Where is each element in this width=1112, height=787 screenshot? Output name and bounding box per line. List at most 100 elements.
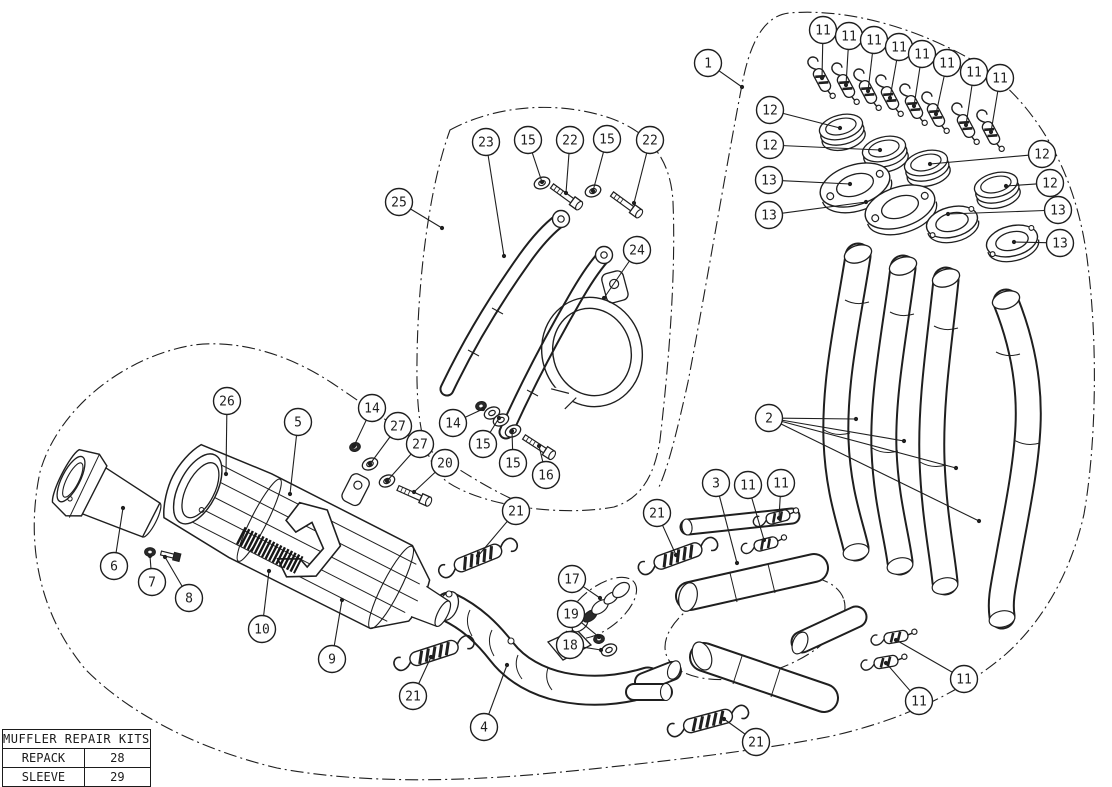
leader-line (410, 208, 443, 229)
callout-24: 24 (601, 235, 652, 301)
header-pipe-4 (987, 288, 1042, 630)
leader-line (592, 151, 605, 192)
callout-balloon (212, 386, 242, 416)
callout-number: 20 (437, 457, 453, 472)
callout-number: 27 (390, 420, 406, 435)
leader-line (751, 497, 765, 541)
link-pipe-upper (675, 553, 829, 612)
callout-number: 21 (508, 505, 524, 520)
leader-line (965, 85, 973, 126)
leader-dot (673, 552, 679, 558)
leader-line (581, 622, 600, 638)
callout-number: 11 (815, 24, 831, 39)
kit-number: 29 (83, 767, 151, 787)
leader-line (845, 49, 849, 86)
callout-number: 13 (1050, 204, 1066, 219)
callout-number: 15 (599, 133, 615, 148)
pipe-lower-stub (790, 605, 868, 655)
callout-balloon (99, 551, 129, 581)
callout-number: 6 (110, 560, 118, 575)
callout-1: 1 (693, 48, 745, 90)
pipe3-outlet (931, 577, 959, 595)
callout-number: 13 (1052, 237, 1068, 252)
header-pipe-2 (870, 254, 918, 576)
callout-balloon (383, 411, 413, 441)
callout-number: 27 (412, 438, 428, 453)
callout-number: 4 (480, 721, 488, 736)
muffler-repair-kits-table: MUFFLER REPAIR KITS REPACK 28 SLEEVE 29 (2, 729, 151, 787)
callout-balloon (642, 498, 672, 528)
muffler-rear-seam (368, 545, 415, 630)
callout-balloon (622, 235, 652, 265)
callout-balloon (754, 200, 784, 230)
callout-balloon (904, 686, 934, 716)
callout-balloon (555, 630, 585, 660)
ring-gasket (971, 167, 1024, 214)
leader-line (867, 53, 873, 92)
callout-balloon (501, 496, 531, 526)
leader-dot (147, 553, 153, 559)
callout-number: 25 (391, 196, 407, 211)
link-pipes (675, 553, 839, 713)
leader-line (718, 495, 738, 564)
bracket-arm-rear (498, 245, 614, 440)
callout-balloon (471, 127, 501, 157)
kits-table-title: MUFFLER REPAIR KITS (2, 729, 151, 749)
collector-spring-lug (507, 637, 515, 645)
callout-balloon (1045, 228, 1075, 258)
callout-13: 13 (754, 165, 853, 195)
leader-line (289, 435, 298, 495)
kit-label: SLEEVE (2, 767, 85, 787)
ring-gasket (901, 145, 954, 192)
callout-number: 7 (148, 576, 156, 591)
leader-dot (384, 478, 390, 484)
leader-dot (509, 428, 515, 434)
leader-dot (953, 465, 959, 471)
leader-dot (893, 637, 899, 643)
callout-number: 11 (966, 66, 982, 81)
leader-dot (933, 111, 939, 117)
leader-line (531, 152, 543, 183)
spring-clamp (738, 532, 790, 557)
callout-12: 12 (755, 95, 843, 131)
callout-balloon (755, 95, 785, 125)
callout-22: 22 (555, 125, 585, 196)
callout-17: 17 (557, 564, 603, 601)
bolt-8 (159, 548, 182, 562)
leader-line (369, 436, 391, 465)
leader-line (477, 520, 508, 557)
leader-dot (883, 660, 889, 666)
callout-11: 11 (907, 39, 937, 109)
callout-2: 2 (754, 403, 982, 524)
callout-22: 22 (631, 125, 665, 206)
leader-line (782, 180, 851, 185)
callout-number: 12 (1042, 177, 1058, 192)
callout-3: 3 (701, 468, 740, 566)
table-row: REPACK 28 (2, 748, 151, 768)
tension-spring (390, 632, 478, 674)
leader-line (895, 639, 953, 673)
tension-spring (664, 702, 752, 740)
boundary-full-system (33, 11, 1095, 781)
leader-dot (911, 103, 917, 109)
callout-10: 10 (247, 568, 277, 644)
bolt-22 (608, 189, 645, 220)
leader-dot (976, 518, 982, 524)
leader-line (413, 471, 436, 493)
leader-dot (734, 560, 740, 566)
callout-number: 18 (562, 639, 578, 654)
leader-line (488, 664, 508, 715)
callout-number: 16 (538, 469, 554, 484)
leader-line (782, 419, 905, 442)
callout-number: 22 (642, 134, 658, 149)
leader-dot (339, 597, 345, 603)
callout-number: 11 (992, 72, 1008, 87)
callout-number: 11 (740, 479, 756, 494)
callout-balloon (635, 125, 665, 155)
leader-line (782, 417, 857, 420)
leader-line (263, 570, 270, 616)
leader-dot (776, 515, 782, 521)
callout-14: 14 (438, 406, 486, 438)
callout-20: 20 (411, 448, 460, 495)
